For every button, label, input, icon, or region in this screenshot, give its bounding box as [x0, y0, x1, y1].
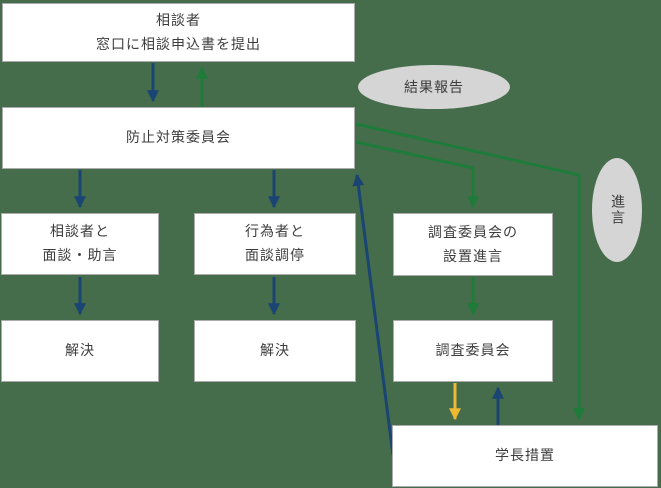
node-investigation-committee-label: 調査委員会 [435, 343, 511, 359]
node-president-measures: 学長措置 [392, 425, 658, 487]
result-report-label-ellipse: 結果報告 [358, 65, 510, 109]
arrow-president-measures-to-committee-report [352, 173, 395, 456]
node-resolution-left: 解決 [1, 320, 159, 382]
node-interview-mediation-line1: 行為者と [245, 224, 305, 240]
node-resolution-left-label: 解決 [65, 343, 95, 359]
node-setup-recommendation: 調査委員会の 設置進言 [393, 213, 553, 276]
node-prevention-committee-label: 防止対策委員会 [126, 130, 231, 146]
node-setup-recommendation-line2: 設置進言 [443, 248, 503, 265]
node-prevention-committee: 防止対策委員会 [2, 107, 355, 169]
node-investigation-committee: 調査委員会 [393, 320, 553, 382]
node-interview-mediation-line2: 面談調停 [245, 248, 305, 264]
node-resolution-center: 解決 [194, 320, 356, 382]
arrow-committee-to-setup-recommendation [355, 140, 479, 209]
node-consulter-line1: 相談者 [156, 12, 201, 29]
node-president-measures-label: 学長措置 [495, 448, 555, 464]
node-consulter: 相談者 窓口に相談申込書を提出 [2, 3, 355, 62]
node-interview-mediation: 行為者と 面談調停 [194, 213, 356, 275]
recommendation-label: 進言 [609, 194, 625, 226]
node-setup-recommendation-line1: 調査委員会の [428, 224, 518, 241]
node-interview-advice-line1: 相談者と [50, 224, 110, 240]
result-report-label: 結果報告 [404, 80, 464, 96]
node-interview-advice: 相談者と 面談・助言 [1, 213, 159, 275]
node-resolution-center-label: 解決 [260, 343, 290, 359]
recommendation-label-ellipse: 進言 [592, 158, 642, 262]
node-consulter-line2: 窓口に相談申込書を提出 [96, 36, 261, 53]
node-interview-advice-line2: 面談・助言 [42, 248, 118, 264]
